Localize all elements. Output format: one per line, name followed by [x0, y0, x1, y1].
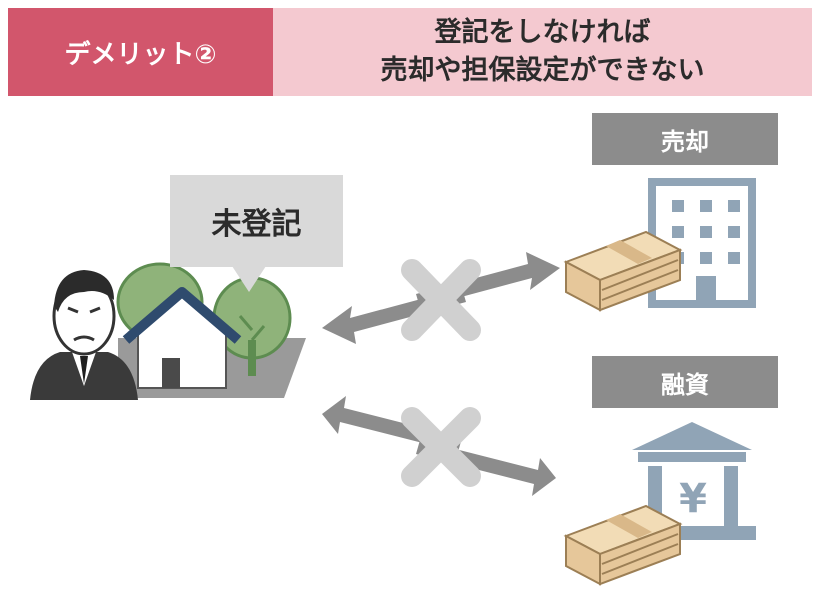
blocked-arrow-icon: [322, 396, 556, 496]
sale-label: 売却: [592, 113, 778, 165]
bubble-tail: [232, 266, 266, 292]
house-icon: [122, 287, 242, 389]
blocked-arrow-icon: [322, 252, 560, 344]
header-banner: デメリット② 登記をしなければ 売却や担保設定ができない: [8, 8, 812, 96]
yen-symbol: ¥: [679, 476, 707, 522]
money-stack-icon: [563, 230, 683, 312]
demerit-message: 登記をしなければ 売却や担保設定ができない: [273, 8, 812, 96]
money-stack-icon: [563, 504, 683, 586]
worried-man-icon: [30, 270, 138, 400]
demerit-message-line2: 売却や担保設定ができない: [380, 55, 705, 86]
unregistered-bubble: 未登記: [170, 175, 343, 267]
demerit-message-line1: 登記をしなければ: [434, 17, 651, 48]
demerit-tag: デメリット②: [8, 8, 273, 96]
loan-label: 融資: [592, 356, 778, 408]
